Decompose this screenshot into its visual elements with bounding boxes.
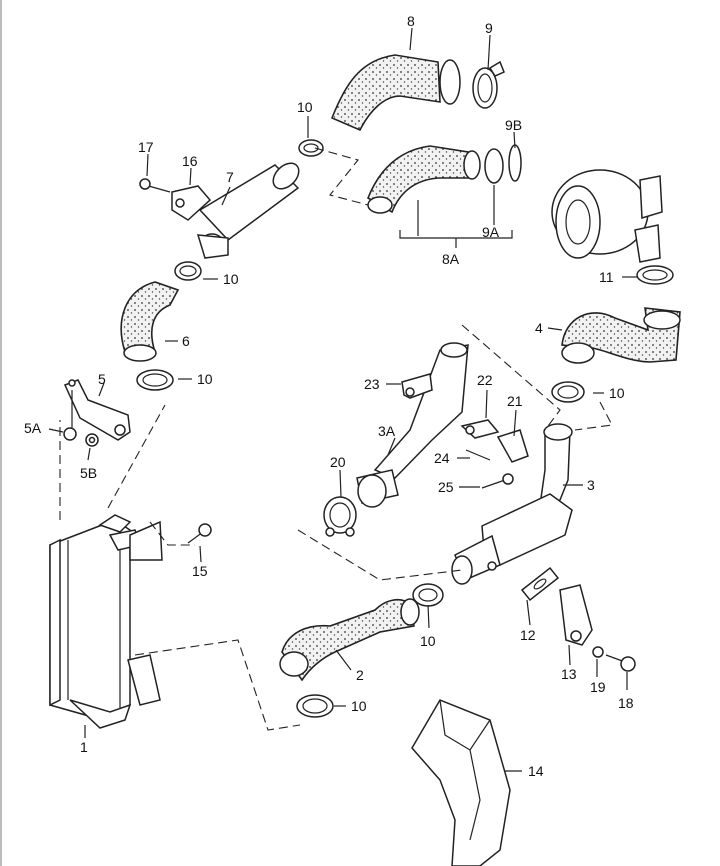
callout-21: 21 [507,393,523,409]
callout-12: 12 [520,627,536,643]
callout-24: 24 [434,450,450,466]
bracket [63,379,131,447]
bracket-twenty-two [460,419,500,439]
callout-9: 9 [485,20,493,36]
turbocharger [551,169,663,263]
callout-25: 25 [438,479,454,495]
callout-10-f: 10 [351,698,367,714]
o-ring [484,148,504,184]
callout-8: 8 [407,13,415,29]
bracket-twenty-one [496,429,529,463]
callout-18: 18 [618,695,634,711]
bolt [187,523,212,544]
callout-15: 15 [192,563,208,579]
callout-1: 1 [80,739,88,755]
callout-14: 14 [528,763,544,779]
air-duct [411,699,511,866]
seal-ring [508,144,522,182]
bolt-eighteen [605,654,636,672]
callout-11: 11 [599,269,614,285]
clamp-10-lower [412,583,444,607]
callout-5: 5 [98,371,106,387]
pipe-assembly [139,162,300,259]
callout-10-d: 10 [609,385,625,401]
clamp-10-bottom [296,694,334,718]
callout-13: 13 [561,666,577,682]
hose-two [281,598,415,682]
callout-8a: 8A [442,251,460,267]
clamp-twenty [323,496,357,537]
callout-17: 17 [138,139,154,155]
hose-upper-end [439,59,461,105]
hose-clamp [472,60,505,109]
callout-6: 6 [182,333,190,349]
callout-19: 19 [590,679,606,695]
intercooler [49,514,163,729]
callout-20: 20 [330,454,346,470]
callout-2: 2 [356,667,364,683]
callout-5b: 5B [80,465,97,481]
callout-3a: 3A [378,423,396,439]
callout-10-b: 10 [223,271,239,287]
callouts: 1 2 3 3A 4 5 5A 5B 6 7 8 8A 9 9A 9B 10 1… [24,13,634,779]
pipe-three [451,423,573,585]
callout-9a: 9A [482,224,500,240]
callout-10-a: 10 [297,99,313,115]
clamp-10-mid [174,261,202,281]
clamp-10-top [298,139,324,157]
bolt-twenty-four [465,449,491,461]
callout-5a: 5A [24,420,42,436]
pipe-three-a [356,342,469,508]
leader-lines [48,27,637,772]
bolt-twenty-five [481,479,506,489]
callout-3: 3 [587,477,595,493]
clamp-eleven [636,265,674,285]
callout-7: 7 [226,169,234,185]
hose-six [120,281,180,353]
clamp-10-right [551,381,585,403]
bracket-twenty-three [401,373,433,399]
callout-16: 16 [182,153,198,169]
hose-upper [330,54,441,132]
bracket-thirteen [559,584,593,646]
gasket-twelve [520,566,560,602]
callout-10-e: 10 [420,633,436,649]
callout-10-c: 10 [197,371,213,387]
callout-4: 4 [535,320,543,336]
callout-22: 22 [477,372,493,388]
washer-nineteen [592,646,604,658]
callout-23: 23 [364,376,380,392]
clamp-10-left [136,369,174,391]
callout-9b: 9B [505,117,522,133]
